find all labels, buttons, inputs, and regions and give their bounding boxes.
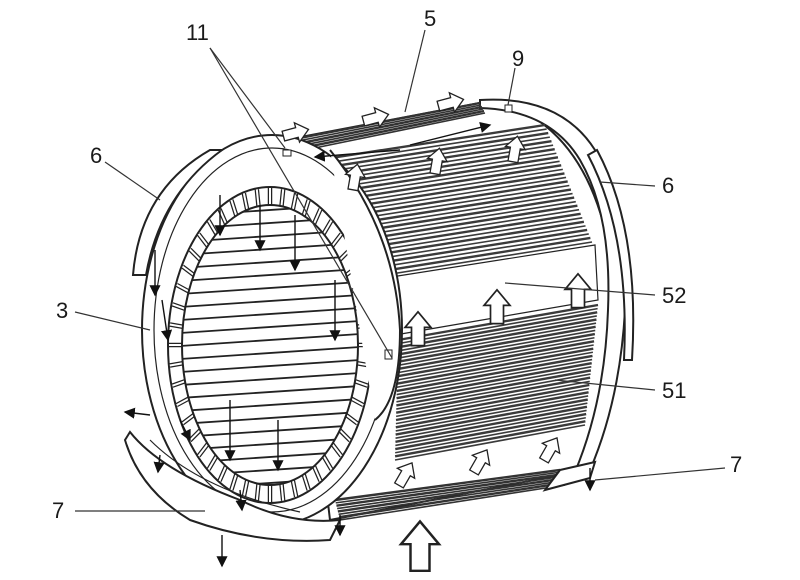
leader-lines (74, 29, 726, 512)
airflow-block-arrows (281, 91, 593, 573)
airflow-line-arrows (123, 121, 596, 568)
cooling-fins-lower (394, 303, 599, 461)
label-7-right: 7 (730, 452, 742, 477)
reference-labels: 11 5 9 6 6 3 52 51 7 7 (52, 6, 742, 523)
label-5: 5 (424, 6, 436, 31)
label-11: 11 (186, 20, 209, 45)
label-7-left: 7 (52, 498, 64, 523)
side-shroud-right (586, 148, 635, 361)
side-shroud-left (131, 149, 226, 276)
label-6-right: 6 (662, 173, 674, 198)
label-51: 51 (662, 378, 686, 403)
cooling-fins-upper (317, 123, 593, 276)
label-9: 9 (512, 46, 524, 71)
cooling-fins-top-strip (299, 101, 486, 151)
end-face-left (141, 104, 513, 526)
label-52: 52 (662, 283, 686, 308)
bottom-tray (123, 430, 597, 542)
label-6-left: 6 (90, 143, 102, 168)
label-3: 3 (56, 298, 68, 323)
cooling-fins-bottom-strip (334, 468, 566, 521)
